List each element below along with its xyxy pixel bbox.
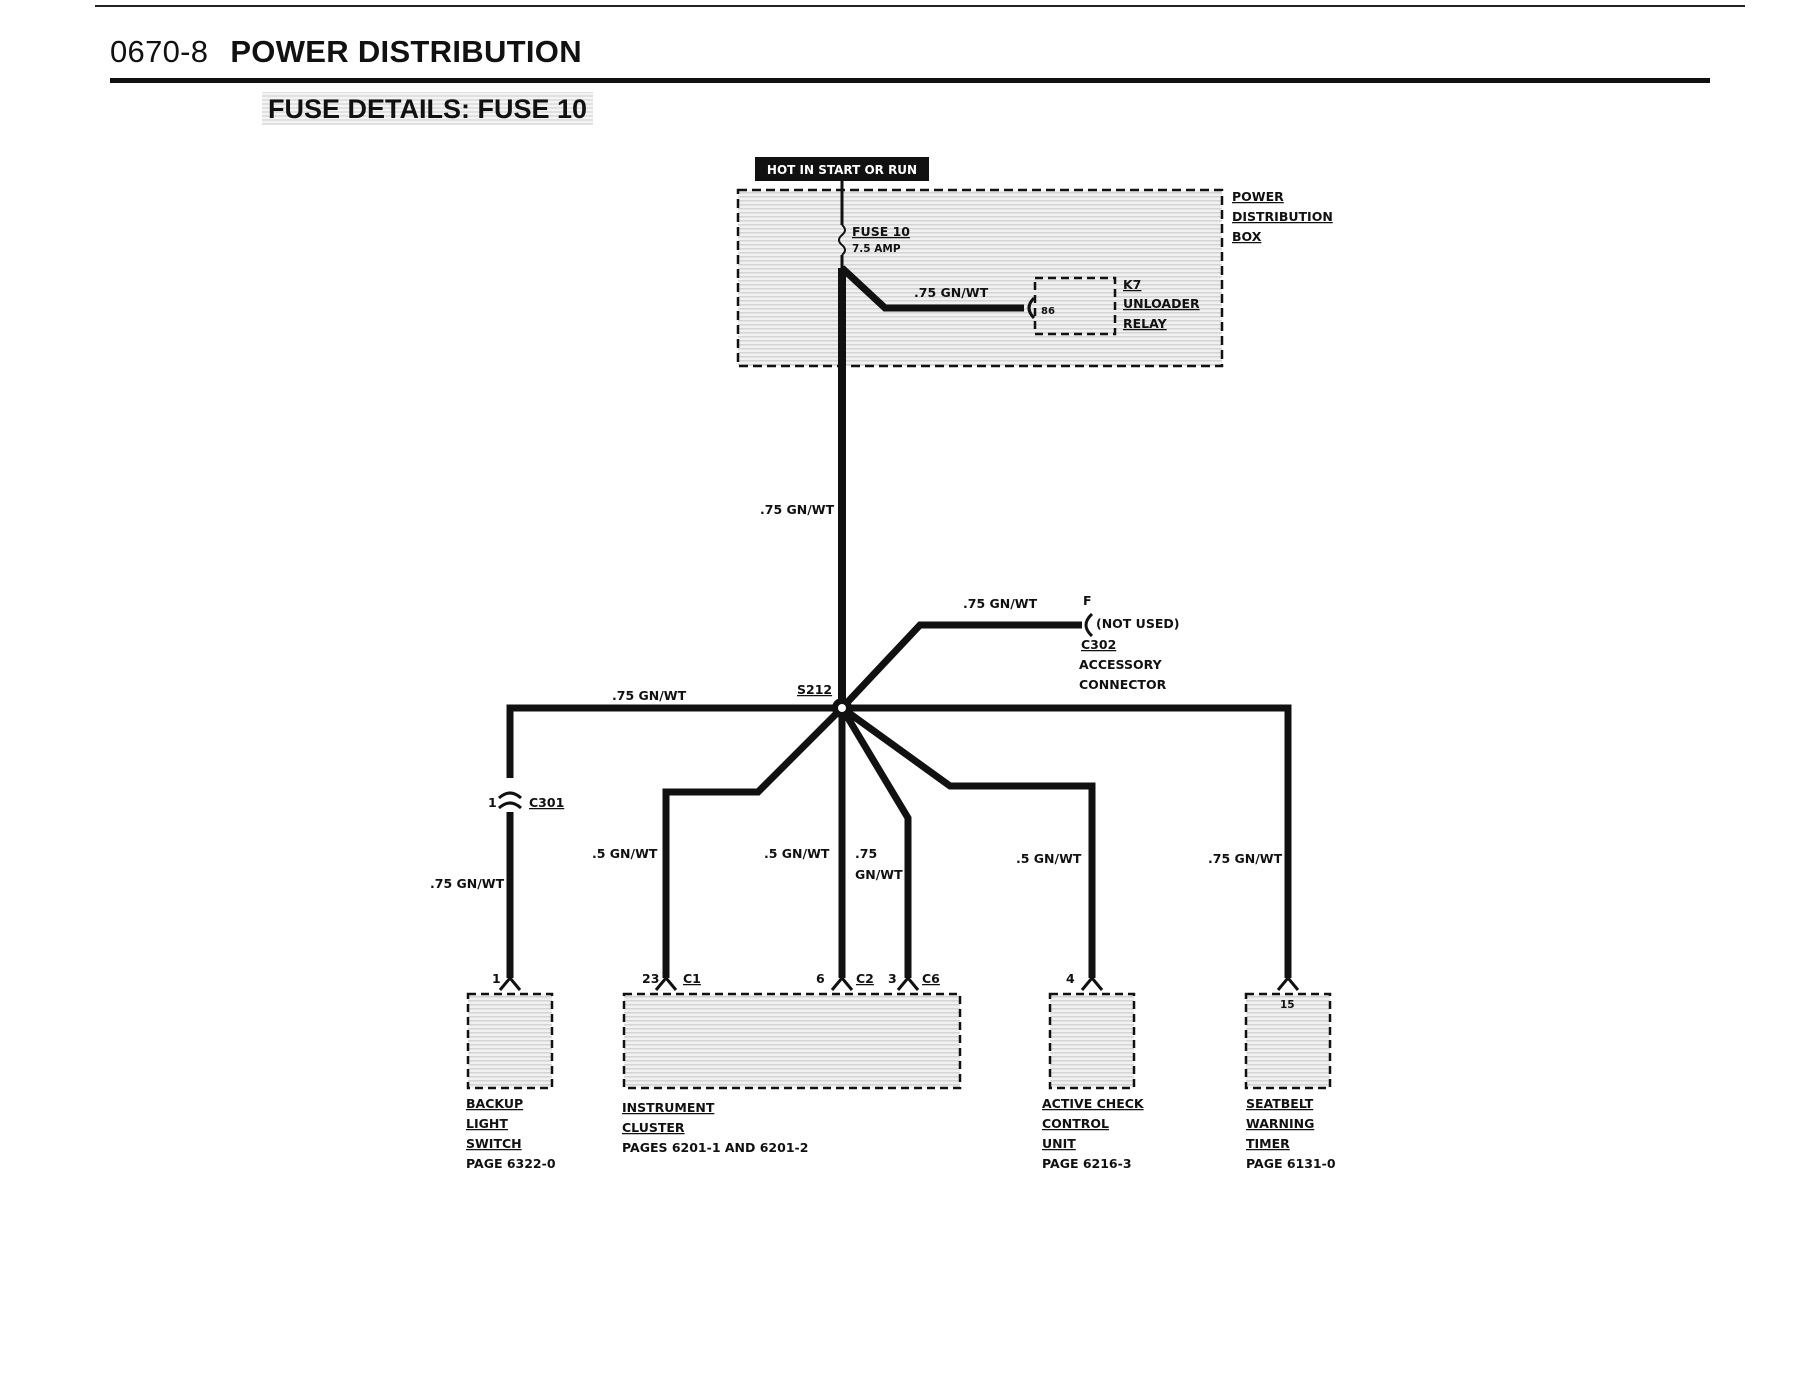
seatbelt-wire bbox=[842, 704, 1292, 978]
active-check-control-unit-box bbox=[1048, 992, 1136, 1090]
section-subtitle: FUSE DETAILS: FUSE 10 bbox=[262, 92, 594, 125]
splice-label: S212 bbox=[797, 682, 832, 697]
instrument-cluster-box bbox=[622, 992, 962, 1090]
page-title: POWER DISTRIBUTION bbox=[230, 34, 582, 69]
relay-pin: 86 bbox=[1041, 306, 1055, 317]
seatbelt-page: PAGE 6131-0 bbox=[1246, 1156, 1336, 1171]
active-check-label-line1: ACTIVE CHECK bbox=[1042, 1096, 1145, 1111]
pdb-label-line2: DISTRIBUTION bbox=[1232, 209, 1333, 224]
seatbelt-wire-label: .75 GN/WT bbox=[1208, 851, 1283, 866]
c2-wire-label: .5 GN/WT bbox=[764, 846, 830, 861]
hot-label-box bbox=[755, 157, 929, 181]
relay-wire-label: .75 GN/WT bbox=[914, 285, 989, 300]
accessory-wire bbox=[839, 621, 1082, 711]
unloader-relay-box bbox=[1033, 276, 1117, 336]
relay-id: K7 bbox=[1123, 277, 1141, 292]
relay-wire bbox=[839, 265, 1024, 312]
c1-wire-label: .5 GN/WT bbox=[592, 846, 658, 861]
header-rule bbox=[110, 78, 1710, 83]
relay-label-line2: RELAY bbox=[1123, 316, 1168, 331]
c301-connector-top bbox=[497, 791, 523, 800]
active-check-connector bbox=[1080, 975, 1104, 991]
c1-id: C1 bbox=[683, 971, 701, 986]
backup-label-line3: SWITCH bbox=[466, 1136, 522, 1151]
main-wire-label: .75 GN/WT bbox=[760, 502, 835, 517]
c6-id: C6 bbox=[922, 971, 940, 986]
c301-pin: 1 bbox=[488, 795, 497, 810]
pdb-label-line1: POWER bbox=[1232, 189, 1284, 204]
left-bus-wire bbox=[506, 704, 842, 778]
accessory-wire-label: .75 GN/WT bbox=[963, 596, 1038, 611]
backup-label-line1: BACKUP bbox=[466, 1096, 523, 1111]
fuse-rating: 7.5 AMP bbox=[852, 243, 901, 255]
c2-connector bbox=[830, 975, 854, 991]
cluster-page: PAGES 6201-1 AND 6201-2 bbox=[622, 1140, 808, 1155]
backup-light-switch-box bbox=[466, 992, 554, 1090]
relay-connector bbox=[1027, 296, 1036, 320]
c301-id: C301 bbox=[529, 795, 564, 810]
c6-wire-label-line1: .75 bbox=[855, 846, 877, 861]
seatbelt-label-line1: SEATBELT bbox=[1246, 1096, 1314, 1111]
seatbelt-label-line2: WARNING bbox=[1246, 1116, 1314, 1131]
active-check-label-line2: CONTROL bbox=[1042, 1116, 1109, 1131]
backup-label-line2: LIGHT bbox=[466, 1116, 508, 1131]
page-number: 0670-8 bbox=[110, 34, 209, 69]
accessory-status: (NOT USED) bbox=[1096, 616, 1179, 631]
active-check-label-line3: UNIT bbox=[1042, 1136, 1076, 1151]
top-border-line bbox=[95, 5, 1745, 7]
power-distribution-box bbox=[736, 188, 1224, 368]
backup-page: PAGE 6322-0 bbox=[466, 1156, 556, 1171]
c1-wire bbox=[662, 705, 845, 978]
active-check-wire bbox=[839, 705, 1096, 978]
splice-center bbox=[838, 704, 846, 712]
fuse-name: FUSE 10 bbox=[852, 224, 910, 239]
seatbelt-warning-timer-box bbox=[1244, 992, 1332, 1090]
backup-wire-label: .75 GN/WT bbox=[430, 876, 505, 891]
pdb-label-line3: BOX bbox=[1232, 229, 1262, 244]
c1-connector bbox=[654, 975, 678, 991]
seatbelt-label-line3: TIMER bbox=[1246, 1136, 1290, 1151]
c1-pin: 23 bbox=[642, 971, 659, 986]
left-bus-wire-label: .75 GN/WT bbox=[612, 688, 687, 703]
seatbelt-pin: 15 bbox=[1280, 999, 1295, 1011]
active-check-wire-label: .5 GN/WT bbox=[1016, 851, 1082, 866]
active-check-pin: 4 bbox=[1066, 971, 1075, 986]
cluster-label-line1: INSTRUMENT bbox=[622, 1100, 715, 1115]
c2-id: C2 bbox=[856, 971, 874, 986]
c301-connector-bottom bbox=[497, 801, 523, 810]
c2-pin: 6 bbox=[816, 971, 825, 986]
hot-label: HOT IN START OR RUN bbox=[767, 163, 917, 177]
accessory-pin: F bbox=[1083, 593, 1092, 608]
backup-connector bbox=[498, 975, 522, 991]
page-header: 0670-8 POWER DISTRIBUTION bbox=[110, 34, 582, 70]
seatbelt-connector bbox=[1276, 975, 1300, 991]
active-check-page: PAGE 6216-3 bbox=[1042, 1156, 1132, 1171]
accessory-label-line1: ACCESSORY bbox=[1079, 657, 1163, 672]
backup-pin: 1 bbox=[492, 971, 501, 986]
c6-connector bbox=[896, 975, 920, 991]
c6-pin: 3 bbox=[888, 971, 897, 986]
accessory-connector-id: C302 bbox=[1081, 637, 1116, 652]
relay-label-line1: UNLOADER bbox=[1123, 296, 1200, 311]
c6-wire bbox=[838, 706, 912, 978]
accessory-label-line2: CONNECTOR bbox=[1079, 677, 1167, 692]
c6-wire-label-line2: GN/WT bbox=[855, 867, 903, 882]
fuse-symbol bbox=[838, 224, 846, 256]
accessory-connector bbox=[1084, 612, 1094, 638]
cluster-label-line2: CLUSTER bbox=[622, 1120, 685, 1135]
